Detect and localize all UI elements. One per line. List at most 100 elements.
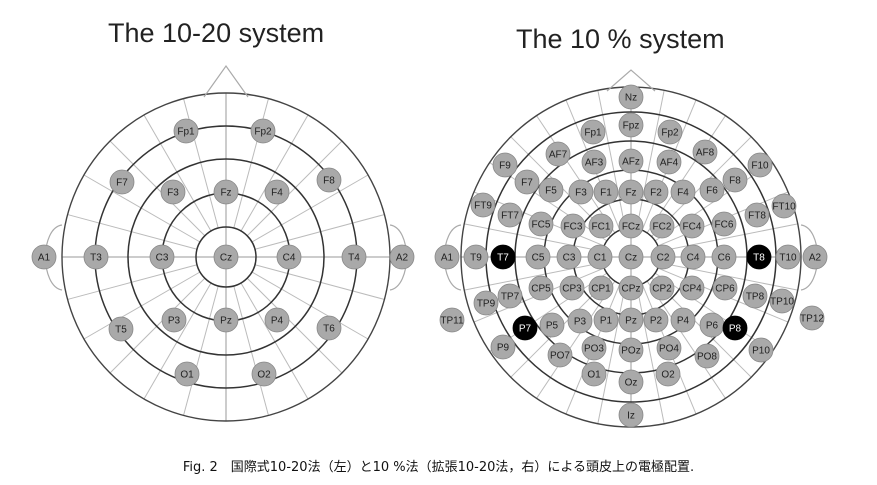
electrode-marker	[679, 213, 705, 239]
electrode-marker	[680, 244, 706, 270]
electrode-marker	[657, 119, 683, 145]
right-diagram-title: The 10 % system	[516, 24, 725, 54]
electrode-label: T9	[470, 253, 482, 264]
right-electrode-fp1: Fp1	[580, 119, 606, 145]
electrode-marker	[173, 118, 199, 144]
electrode-marker	[670, 179, 696, 205]
electrode-label: F3	[167, 188, 179, 199]
electrode-label: TP7	[501, 292, 520, 303]
right-electrode-a2: A2	[802, 244, 828, 270]
right-electrode-f4: F4	[670, 179, 696, 205]
right-electrode-c2: C2	[650, 244, 676, 270]
right-electrode-fc5: FC5	[528, 211, 554, 237]
electrode-marker	[618, 369, 644, 395]
electrode-marker	[593, 307, 619, 333]
electrode-marker	[618, 307, 644, 333]
electrode-marker	[560, 213, 586, 239]
left-electrode-c4: C4	[276, 244, 302, 270]
electrode-label: A2	[396, 253, 409, 264]
electrode-label: P4	[271, 316, 284, 327]
electrode-label: C4	[283, 253, 296, 264]
electrode-label: F2	[650, 188, 662, 199]
right-electrode-p4: P4	[670, 307, 696, 333]
electrode-label: T6	[323, 324, 335, 335]
electrode-marker	[213, 179, 239, 205]
electrode-label: P10	[752, 346, 770, 357]
electrode-marker	[618, 244, 644, 270]
electrode-marker	[439, 307, 465, 333]
electrode-marker	[747, 152, 773, 178]
right-electrode-p8: P8	[722, 315, 748, 341]
electrode-label: PO4	[659, 344, 679, 355]
electrode-label: P3	[574, 317, 587, 328]
right-electrode-p10: P10	[748, 337, 774, 363]
electrode-marker	[559, 275, 585, 301]
electrode-label: C2	[657, 253, 670, 264]
electrode-label: A1	[38, 253, 51, 264]
electrode-marker	[769, 288, 795, 314]
electrode-marker	[497, 283, 523, 309]
right-electrode-fc3: FC3	[560, 213, 586, 239]
electrode-marker	[108, 316, 134, 342]
right-electrode-cz: Cz	[618, 244, 644, 270]
electrode-marker	[497, 202, 523, 228]
left-electrode-t4: T4	[341, 244, 367, 270]
electrode-marker	[618, 337, 644, 363]
electrode-marker	[699, 177, 725, 203]
electrode-marker	[712, 275, 738, 301]
right-electrode-af3: AF3	[581, 149, 607, 175]
right-electrode-fz: Fz	[618, 179, 644, 205]
electrode-label: AFz	[622, 157, 640, 168]
right-electrode-o2: O2	[655, 361, 681, 387]
electrode-marker	[470, 192, 496, 218]
electrode-label: Fz	[220, 188, 231, 199]
electrode-marker	[490, 334, 516, 360]
right-electrode-p9: P9	[490, 334, 516, 360]
electrode-label: POz	[621, 346, 640, 357]
electrode-label: P6	[706, 321, 719, 332]
right-electrode-p5: P5	[539, 312, 565, 338]
electrode-label: C4	[687, 253, 700, 264]
right-electrode-f3: F3	[568, 179, 594, 205]
right-electrode-afz: AFz	[618, 148, 644, 174]
right-electrode-cp5: CP5	[528, 275, 554, 301]
electrode-marker	[528, 275, 554, 301]
electrode-label: FC6	[715, 220, 734, 231]
electrode-label: T4	[348, 253, 360, 264]
right-electrode-tp11: TP11	[439, 307, 465, 333]
right-electrode-tp9: TP9	[473, 290, 499, 316]
right-electrode-af7: AF7	[545, 141, 571, 167]
electrode-marker	[588, 213, 614, 239]
right-electrode-a1: A1	[434, 244, 460, 270]
right-electrode-af4: AF4	[656, 149, 682, 175]
electrode-label: C6	[718, 253, 731, 264]
electrode-label: P2	[650, 316, 663, 327]
left-electrode-f3: F3	[160, 179, 186, 205]
right-electrode-c1: C1	[587, 244, 613, 270]
right-electrode-fc1: FC1	[588, 213, 614, 239]
left-electrode-fp1: Fp1	[173, 118, 199, 144]
electrode-marker	[799, 305, 825, 331]
electrode-marker	[251, 361, 277, 387]
left-electrode-p4: P4	[264, 307, 290, 333]
electrode-label: PO7	[550, 351, 570, 362]
electrode-label: O1	[587, 370, 601, 381]
right-electrode-cp1: CP1	[588, 275, 614, 301]
left-electrode-t6: T6	[316, 315, 342, 341]
electrode-label: F5	[545, 186, 557, 197]
electrode-label: A1	[441, 253, 454, 264]
electrode-marker	[538, 177, 564, 203]
electrode-label: C3	[156, 253, 169, 264]
electrode-label: Fp1	[584, 128, 602, 139]
right-electrode-p2: P2	[643, 307, 669, 333]
electrode-label: F6	[706, 186, 718, 197]
left-electrode-f8: F8	[316, 167, 342, 193]
electrode-marker	[581, 361, 607, 387]
electrode-label: FC2	[653, 222, 672, 233]
right-electrode-fp2: Fp2	[657, 119, 683, 145]
right-electrode-f1: F1	[593, 179, 619, 205]
electrode-label: FCz	[622, 222, 640, 233]
electrode-marker	[649, 275, 675, 301]
electrode-marker	[746, 244, 772, 270]
